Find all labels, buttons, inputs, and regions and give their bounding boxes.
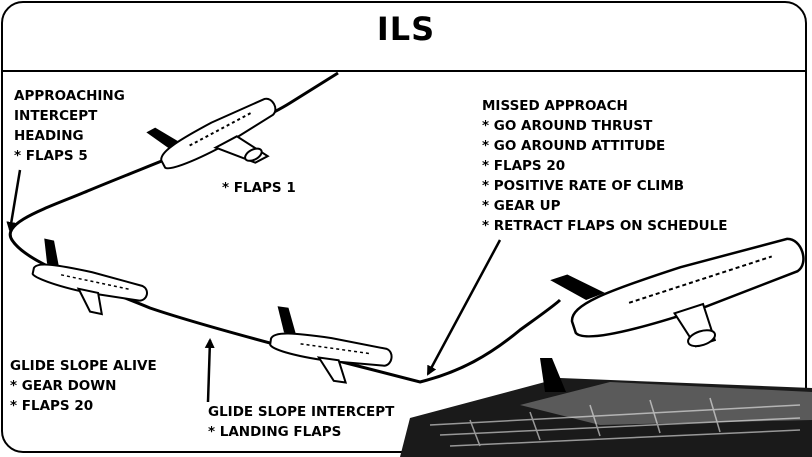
label-approaching-intercept: APPROACHING INTERCEPT HEADING * FLAPS 5 [14,86,125,166]
label-line: APPROACHING [14,88,125,104]
arrow-icon [426,239,502,376]
aircraft-icon [269,306,393,384]
label-line: INTERCEPT [14,108,98,124]
label-line: * RETRACT FLAPS ON SCHEDULE [482,218,728,234]
label-glide-slope-intercept: GLIDE SLOPE INTERCEPT * LANDING FLAPS [208,402,394,442]
aircraft-icon [550,237,805,348]
title-bar [2,2,806,72]
runway [400,378,812,457]
arrow-icon [6,169,22,232]
label-line: * FLAPS 5 [14,148,88,164]
label-line: * FLAPS 1 [222,180,296,196]
label-missed-approach: MISSED APPROACH * GO AROUND THRUST * GO … [482,96,727,236]
label-line: * GEAR DOWN [10,378,117,394]
aircraft-icon [31,238,148,316]
label-line: * GO AROUND ATTITUDE [482,138,666,154]
label-line: MISSED APPROACH [482,98,628,114]
label-flaps-1: * FLAPS 1 [222,178,296,198]
label-line: * POSITIVE RATE OF CLIMB [482,178,685,194]
diagram-title: ILS [376,10,436,48]
aircraft-tail-icon [540,358,566,392]
label-line: GLIDE SLOPE ALIVE [10,358,157,374]
label-line: * FLAPS 20 [10,398,94,414]
label-line: HEADING [14,128,84,144]
label-line: GLIDE SLOPE INTERCEPT [208,404,395,420]
label-line: * FLAPS 20 [482,158,566,174]
label-line: * LANDING FLAPS [208,424,342,440]
label-glide-slope-alive: GLIDE SLOPE ALIVE * GEAR DOWN * FLAPS 20 [10,356,157,416]
aircraft-icon [146,97,277,170]
label-line: * GO AROUND THRUST [482,118,653,134]
label-line: * GEAR UP [482,198,561,214]
arrow-icon [204,338,215,403]
